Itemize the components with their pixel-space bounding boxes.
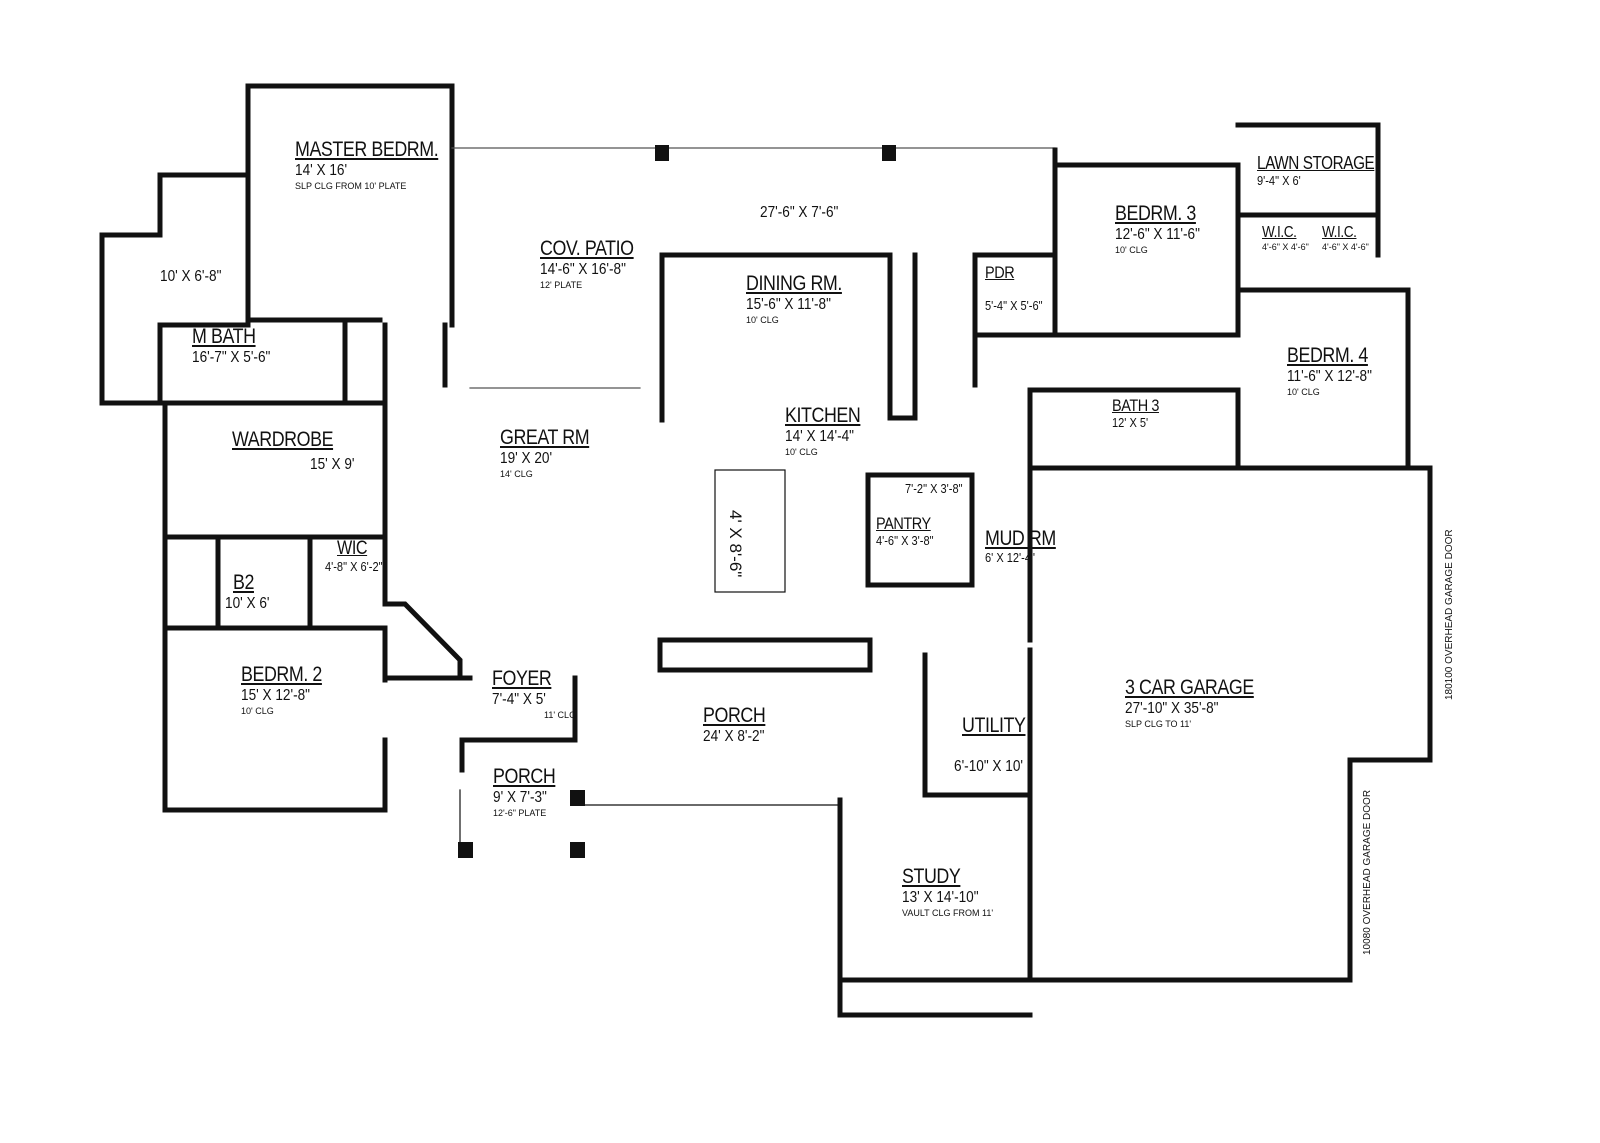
room-mud-room: MUD RM 6' X 12'-4" bbox=[985, 527, 1068, 566]
room-name: STUDY bbox=[902, 865, 961, 888]
room-wic-b: W.I.C. 4'-6" X 4'-6" bbox=[1322, 224, 1369, 253]
room-great-room: GREAT RM 19' X 20' 14' CLG bbox=[500, 426, 605, 479]
pantry-extra-size: 7'-2" X 3'-8" bbox=[905, 481, 973, 497]
room-size: 15' X 12'-8" bbox=[241, 687, 310, 705]
room-name: PANTRY bbox=[876, 514, 931, 533]
room-name: FOYER bbox=[492, 667, 552, 690]
room-size: 14' X 16' bbox=[295, 162, 348, 180]
room-size: 6'-10" X 10' bbox=[954, 758, 1023, 776]
room-bath-3: BATH 3 12' X 5' bbox=[1112, 396, 1167, 430]
room-size: 6' X 12'-4" bbox=[985, 550, 1035, 566]
room-note: SLP CLG FROM 10' PLATE bbox=[295, 180, 407, 191]
room-covered-patio: COV. PATIO 14'-6" X 16'-8" 12' PLATE bbox=[540, 237, 650, 290]
room-wardrobe: WARDROBE 15' X 9' bbox=[232, 428, 362, 475]
room-dining: DINING RM. 15'-6" X 11'-8" 10' CLG bbox=[746, 272, 859, 325]
island-size: 4' X 8'-6" bbox=[726, 510, 745, 578]
room-size: 5'-4" X 5'-6" bbox=[985, 297, 1043, 313]
room-note: 14' CLG bbox=[500, 468, 533, 479]
garage-door-small-label: 10080 OVERHEAD GARAGE DOOR bbox=[1362, 789, 1373, 955]
room-bedroom-3: BEDRM. 3 12'-6" X 11'-6" 10' CLG bbox=[1115, 202, 1215, 255]
room-name: COV. PATIO bbox=[540, 237, 634, 260]
room-size: 15'-6" X 11'-8" bbox=[746, 296, 831, 314]
room-name: MASTER BEDRM. bbox=[295, 138, 439, 161]
room-master-bedroom: MASTER BEDRM. 14' X 16' SLP CLG FROM 10'… bbox=[295, 138, 464, 191]
room-name: UTILITY bbox=[962, 714, 1026, 737]
room-wic-a: W.I.C. 4'-6" X 4'-6" bbox=[1262, 224, 1309, 253]
room-name: 3 CAR GARAGE bbox=[1125, 676, 1254, 699]
room-size: 24' X 8'-2" bbox=[703, 728, 765, 746]
room-size: 12' X 5' bbox=[1112, 414, 1149, 430]
room-size: 27'-6" X 7'-6" bbox=[760, 204, 839, 221]
room-name: BATH 3 bbox=[1112, 396, 1159, 415]
room-note: 12' PLATE bbox=[540, 279, 583, 290]
room-foyer: FOYER 7'-4" X 5' 11' CLG bbox=[492, 667, 576, 720]
room-name: PDR bbox=[985, 263, 1015, 282]
room-size: 13' X 14'-10" bbox=[902, 889, 979, 907]
room-master-toilet: 10' X 6'-8" bbox=[160, 268, 232, 286]
room-note: 10' CLG bbox=[241, 705, 274, 716]
room-size: 16'-7" X 5'-6" bbox=[192, 349, 271, 367]
room-porch-main: PORCH 24' X 8'-2" bbox=[703, 704, 776, 747]
room-garage: 3 CAR GARAGE 27'-10" X 35'-8" SLP CLG TO… bbox=[1125, 676, 1277, 729]
room-note: 11' CLG bbox=[544, 709, 577, 720]
room-note: SLP CLG TO 11' bbox=[1125, 718, 1192, 729]
room-master-bath: M BATH 16'-7" X 5'-6" bbox=[192, 325, 284, 368]
room-wic: WIC 4'-8" X 6'-2" bbox=[325, 538, 393, 575]
room-size: 4'-6" X 4'-6" bbox=[1322, 242, 1369, 253]
room-name: BEDRM. 4 bbox=[1287, 344, 1368, 367]
room-powder: PDR 5'-4" X 5'-6" bbox=[985, 263, 1053, 313]
garage-door-large-label: 180100 OVERHEAD GARAGE DOOR bbox=[1444, 529, 1455, 700]
room-size: 4'-8" X 6'-2" bbox=[325, 558, 383, 574]
room-note: 12'-6" PLATE bbox=[493, 807, 547, 818]
room-size: 4'-6" X 4'-6" bbox=[1262, 242, 1309, 253]
room-bedroom-4: BEDRM. 4 11'-6" X 12'-8" 10' CLG bbox=[1287, 344, 1387, 397]
room-name: PORCH bbox=[493, 765, 556, 788]
room-name: BEDRM. 2 bbox=[241, 663, 322, 686]
room-name: WARDROBE bbox=[232, 428, 334, 451]
room-name: KITCHEN bbox=[785, 404, 861, 427]
room-lawn-storage: LAWN STORAGE 9'-4" X 6' bbox=[1257, 153, 1395, 189]
room-size: 10' X 6' bbox=[225, 595, 270, 613]
room-name: DINING RM. bbox=[746, 272, 842, 295]
room-kitchen: KITCHEN 14' X 14'-4" 10' CLG bbox=[785, 404, 874, 457]
room-study: STUDY 13' X 14'-10" VAULT CLG FROM 11' bbox=[902, 865, 993, 918]
room-name: BEDRM. 3 bbox=[1115, 202, 1196, 225]
room-size: 9' X 7'-3" bbox=[493, 789, 547, 807]
room-porch-entry: PORCH 9' X 7'-3" 12'-6" PLATE bbox=[493, 765, 566, 818]
room-note: 10' CLG bbox=[785, 446, 818, 457]
room-size: 9'-4" X 6' bbox=[1257, 172, 1301, 188]
room-utility: UTILITY 6'-10" X 10' bbox=[954, 714, 1037, 777]
room-size: 11'-6" X 12'-8" bbox=[1287, 368, 1372, 386]
room-size: 19' X 20' bbox=[500, 450, 553, 468]
room-name: W.I.C. bbox=[1262, 224, 1297, 241]
room-name: LAWN STORAGE bbox=[1257, 153, 1375, 173]
room-pantry: PANTRY 4'-6" X 3'-8" bbox=[876, 514, 944, 548]
room-name: GREAT RM bbox=[500, 426, 590, 449]
room-size: 27'-10" X 35'-8" bbox=[1125, 700, 1219, 718]
room-size: 10' X 6'-8" bbox=[160, 268, 222, 285]
room-patio-extension: 27'-6" X 7'-6" bbox=[760, 204, 852, 222]
room-bedroom-2: BEDRM. 2 15' X 12'-8" 10' CLG bbox=[241, 663, 336, 716]
room-name: PORCH bbox=[703, 704, 766, 727]
room-size: 4'-6" X 3'-8" bbox=[876, 532, 934, 548]
room-name: WIC bbox=[337, 538, 368, 559]
room-name: W.I.C. bbox=[1322, 224, 1357, 241]
room-size: 14' X 14'-4" bbox=[785, 428, 854, 446]
room-size: 15' X 9' bbox=[310, 456, 355, 474]
room-name: M BATH bbox=[192, 325, 256, 348]
room-name: MUD RM bbox=[985, 527, 1056, 550]
room-name: B2 bbox=[233, 571, 254, 594]
room-b2: B2 10' X 6' bbox=[225, 571, 277, 614]
room-note: VAULT CLG FROM 11' bbox=[902, 907, 994, 918]
room-note: 10' CLG bbox=[1287, 386, 1320, 397]
room-size: 12'-6" X 11'-6" bbox=[1115, 226, 1200, 244]
room-size: 7'-4" X 5' bbox=[492, 691, 546, 709]
room-size: 14'-6" X 16'-8" bbox=[540, 261, 626, 279]
room-size: 7'-2" X 3'-8" bbox=[905, 481, 963, 496]
room-note: 10' CLG bbox=[1115, 244, 1148, 255]
room-note: 10' CLG bbox=[746, 314, 779, 325]
